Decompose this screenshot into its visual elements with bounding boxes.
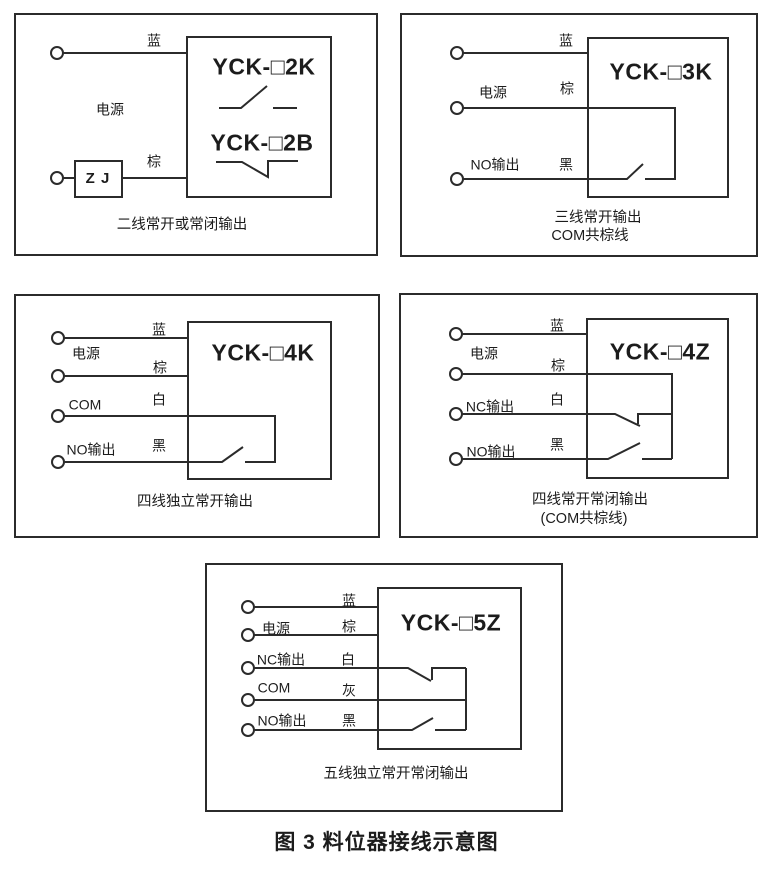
panel-border <box>205 563 563 812</box>
wire-blue-label: 蓝 <box>550 317 564 334</box>
nc-fixed-contact <box>637 413 672 424</box>
wire-brown-label: 棕 <box>342 618 356 635</box>
sensor-box <box>586 318 729 479</box>
terminal-circle-blue <box>241 600 255 614</box>
no-contact-symbol <box>219 85 297 109</box>
panel-border <box>400 13 758 257</box>
terminal-circle-white <box>449 407 463 421</box>
wire-blue-label: 蓝 <box>559 32 573 49</box>
panel-border <box>399 293 758 538</box>
panel-caption-line1: 三线常开输出 <box>554 210 642 227</box>
power-label: 电源 <box>470 345 498 362</box>
panel-caption-line2: COM共棕线 <box>551 228 629 245</box>
panel-three-wire: 蓝 电源 棕 NO输出 黑 YCK-□3K 三线常开输出 COM共棕线 <box>400 13 758 257</box>
no-output-label: NO输出 <box>66 441 116 458</box>
terminal-circle-brown <box>450 101 464 115</box>
terminal-circle-black <box>241 723 255 737</box>
com-label: COM <box>257 679 291 696</box>
wire-brown-label: 棕 <box>560 80 574 97</box>
power-label: 电源 <box>96 101 124 118</box>
figure-caption: 图 3 料位器接线示意图 <box>274 831 499 854</box>
panel-four-wire-no: 蓝 电源 棕 COM 白 NO输出 黑 YCK-□4K 四线独立常开输出 <box>14 294 380 538</box>
sensor-box <box>587 37 729 198</box>
wire-white-label: 白 <box>152 391 166 408</box>
terminal-circle-black <box>449 452 463 466</box>
wire-brown-label: 棕 <box>551 357 565 374</box>
sensor-box <box>187 321 332 480</box>
wire-brown-label: 棕 <box>147 153 161 170</box>
wire-white-line-internal-com <box>64 415 276 463</box>
wire-black-line-no-blade <box>254 717 434 731</box>
wire-black-line-no-blade <box>462 442 641 460</box>
terminal-circle-white <box>51 409 65 423</box>
no-output-label: NO输出 <box>470 156 520 173</box>
wire-blue-label: 蓝 <box>342 592 356 609</box>
terminal-circle-blue <box>50 46 64 60</box>
power-label: 电源 <box>262 620 290 637</box>
model-name-3k: YCK-□3K <box>609 58 713 85</box>
panel-caption: 四线独立常开输出 <box>137 494 253 511</box>
relay-zj-label: Z J <box>85 169 111 187</box>
three-wire-wiring-drawing <box>400 13 758 257</box>
wire-blue-label: 蓝 <box>152 321 166 338</box>
terminal-circle-blue <box>51 331 65 345</box>
power-label: 电源 <box>72 345 100 362</box>
nc-output-label: NC输出 <box>465 398 515 415</box>
no-output-label: NO输出 <box>466 443 516 460</box>
wire-blue-label: 蓝 <box>147 32 161 49</box>
panel-caption: 五线独立常开常闭输出 <box>323 766 469 783</box>
terminal-circle-black <box>51 455 65 469</box>
four-wire-no-nc-wiring-drawing <box>399 293 758 538</box>
model-name-5z: YCK-□5Z <box>400 609 502 636</box>
wire-white-label: 白 <box>550 391 564 408</box>
panel-two-wire: 蓝 电源 棕 Z J YCK-□2K YCK-□2B 二线常开或常闭输出 <box>14 13 378 256</box>
wire-black-line-no-contact <box>64 446 244 463</box>
wire-black-line-no-contact <box>463 163 644 180</box>
wire-brown-line-internal-com <box>462 373 673 459</box>
model-name-4k: YCK-□4K <box>211 339 315 366</box>
power-label: 电源 <box>479 84 507 101</box>
com-label: COM <box>68 396 102 413</box>
wire-white-label: 白 <box>341 651 355 668</box>
model-name-4z: YCK-□4Z <box>609 338 711 365</box>
terminal-circle-blue <box>449 327 463 341</box>
terminal-circle-brown <box>449 367 463 381</box>
wire-white-line-nc-blade <box>462 413 641 427</box>
panel-border <box>14 294 380 538</box>
no-output-label: NO输出 <box>257 712 307 729</box>
model-name-2k: YCK-□2K <box>212 53 316 80</box>
terminal-circle-blue <box>450 46 464 60</box>
panel-caption: 二线常开或常闭输出 <box>116 217 248 234</box>
wire-black-label: 黑 <box>550 436 564 453</box>
wire-black-label: 黑 <box>342 712 356 729</box>
model-name-2b: YCK-□2B <box>210 129 314 156</box>
sensor-box <box>186 36 332 198</box>
wire-brown-line-internal-com <box>463 107 676 180</box>
terminal-circle-brown <box>50 171 64 185</box>
terminal-circle-gray <box>241 693 255 707</box>
four-wire-no-wiring-drawing <box>14 294 380 538</box>
terminal-circle-black <box>450 172 464 186</box>
panel-caption-line2: (COM共棕线) <box>540 511 628 528</box>
panel-five-wire: 蓝 电源 棕 NC输出 白 COM 灰 NO输出 黑 YCK-□5Z 五线独立常… <box>205 563 563 812</box>
panel-caption-line1: 四线常开常闭输出 <box>532 492 648 509</box>
wire-black-label: 黑 <box>152 437 166 454</box>
nc-output-label: NC输出 <box>256 651 306 668</box>
two-wire-wiring-drawing <box>14 13 378 256</box>
panel-border <box>14 13 378 256</box>
terminal-circle-brown <box>51 369 65 383</box>
wire-white-line-nc-blade <box>254 667 432 682</box>
wire-brown-label: 棕 <box>153 359 167 376</box>
wire-black-label: 黑 <box>559 156 573 173</box>
terminal-circle-brown <box>241 628 255 642</box>
nc-fixed-contact <box>431 667 466 680</box>
terminal-circle-white <box>241 661 255 675</box>
panel-four-wire-no-nc: 蓝 电源 棕 NC输出 白 NO输出 黑 YCK-□4Z 四线常开常闭输出 (C… <box>399 293 758 538</box>
wire-gray-label: 灰 <box>342 682 356 699</box>
five-wire-wiring-drawing <box>205 563 563 812</box>
nc-contact-symbol <box>216 160 298 179</box>
